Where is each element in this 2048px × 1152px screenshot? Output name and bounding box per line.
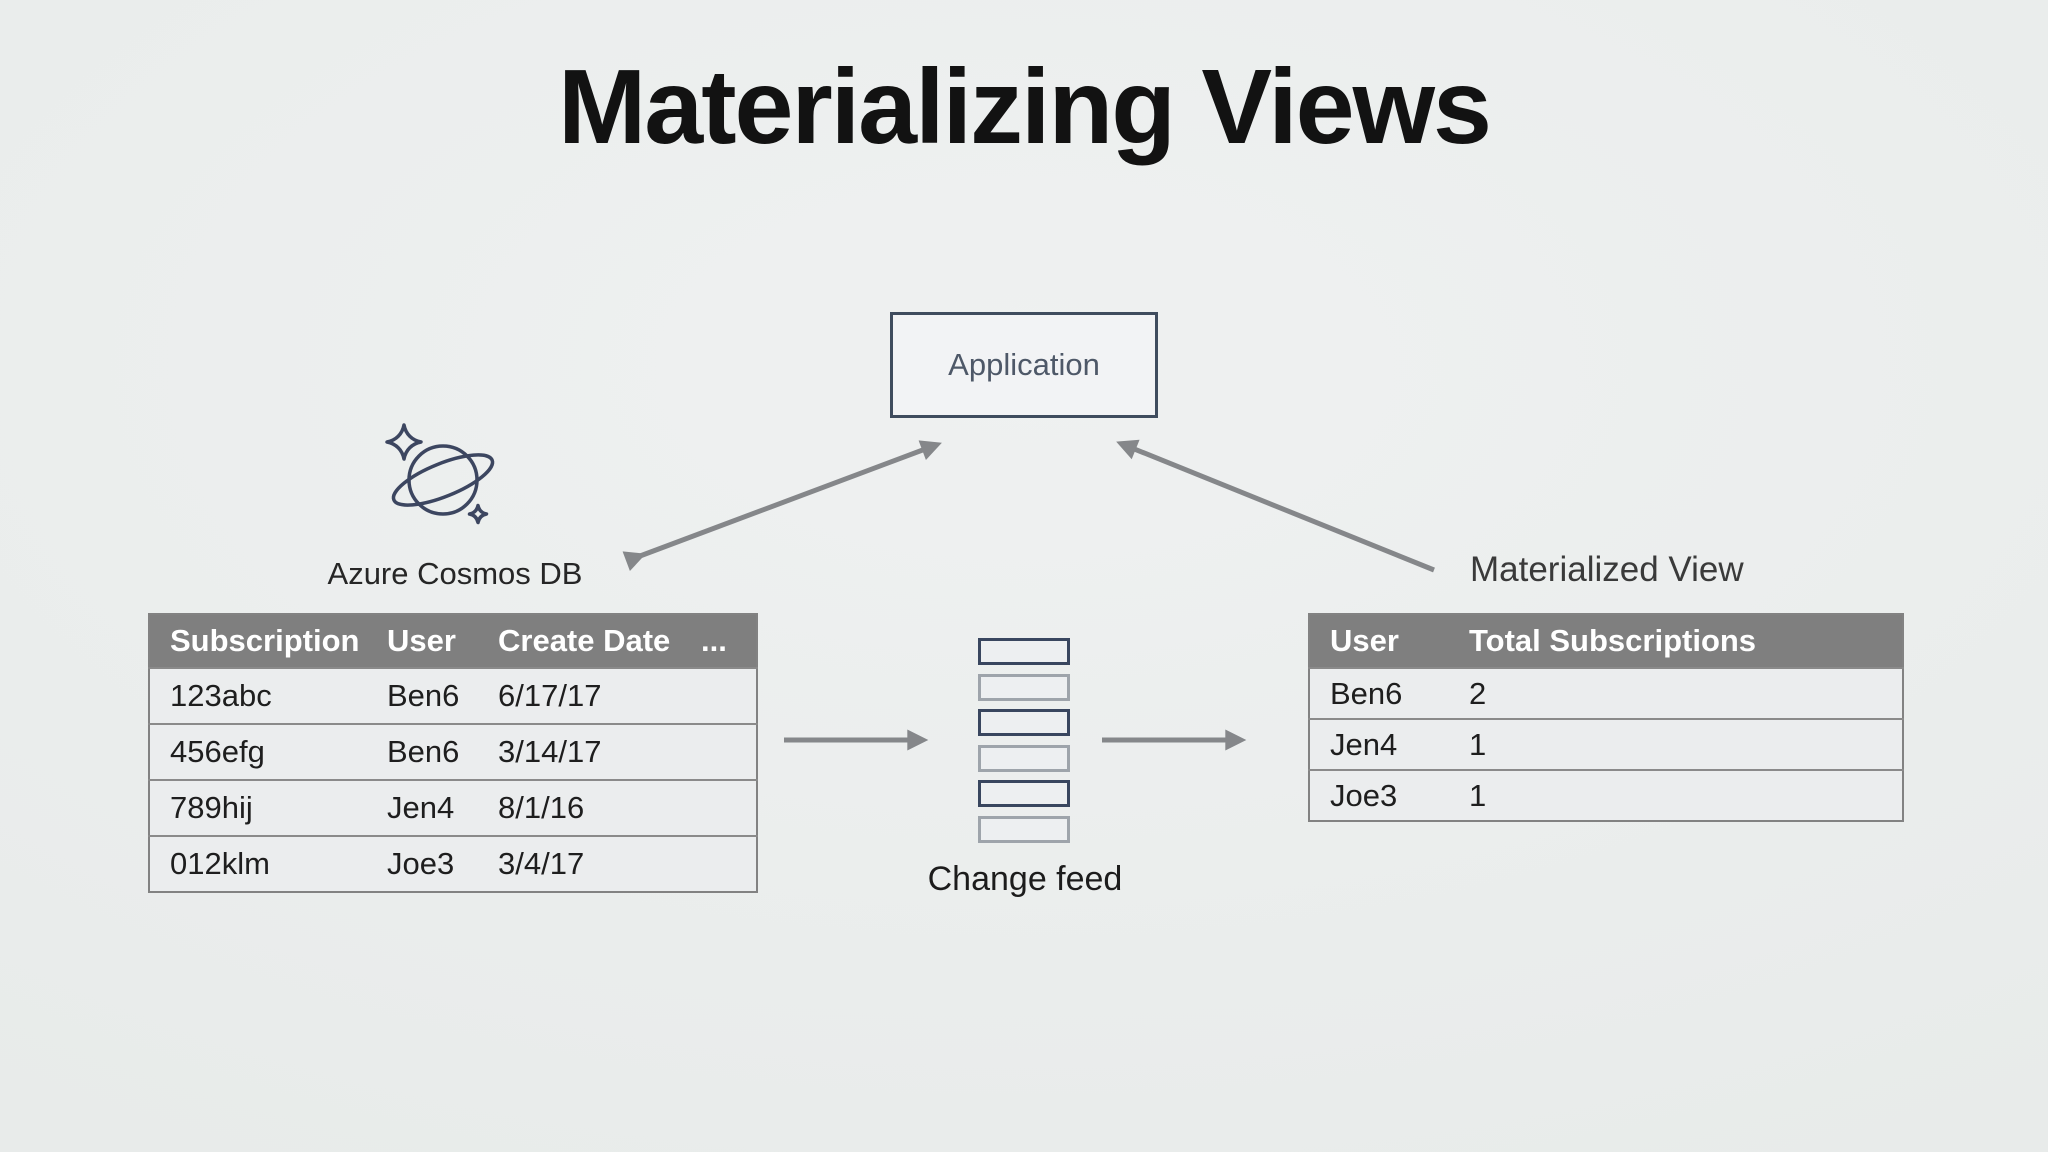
change-feed-segment: [978, 638, 1070, 665]
cell-more: [681, 835, 757, 892]
col-header-subscription: Subscription: [149, 614, 367, 668]
source-subscriptions-table: Subscription User Create Date ... 123abc…: [148, 613, 758, 893]
table-row: 456efg Ben6 3/14/17: [149, 723, 757, 780]
application-label: Application: [948, 347, 1100, 382]
col-header-user: User: [367, 614, 478, 668]
arrow-materialized-view-application: [1116, 439, 1435, 573]
table-row: Jen4 1: [1309, 718, 1903, 770]
col-header-total-subscriptions: Total Subscriptions: [1449, 614, 1903, 668]
change-feed-label: Change feed: [927, 860, 1123, 898]
table-row: Ben6 2: [1309, 667, 1903, 719]
col-header-user: User: [1309, 614, 1449, 668]
change-feed-segment: [978, 744, 1070, 772]
cell-user: Ben6: [367, 723, 478, 780]
materialized-view-table: User Total Subscriptions Ben6 2 Jen4 1 J…: [1308, 613, 1904, 822]
col-header-create-date: Create Date: [478, 614, 681, 668]
cell-more: [681, 723, 757, 780]
table-row: 123abc Ben6 6/17/17: [149, 667, 757, 724]
cell-total: 1: [1449, 769, 1903, 821]
cell-more: [681, 779, 757, 836]
cell-user: Joe3: [1309, 769, 1449, 821]
change-feed-segment: [978, 709, 1070, 737]
table-row: 012klm Joe3 3/4/17: [149, 835, 757, 892]
cosmos-planet-icon: [385, 423, 495, 525]
page-title: Materializing Views: [557, 48, 1492, 166]
cell-create-date: 6/17/17: [478, 667, 681, 724]
cell-create-date: 3/14/17: [478, 723, 681, 780]
cosmos-db-label: Azure Cosmos DB: [327, 556, 583, 591]
cell-subscription: 456efg: [149, 723, 367, 780]
change-feed-segment: [978, 815, 1070, 843]
cell-user: Jen4: [1309, 718, 1449, 770]
cell-create-date: 3/4/17: [478, 835, 681, 892]
change-feed-segment: [978, 780, 1070, 808]
cell-create-date: 8/1/16: [478, 779, 681, 836]
materialized-view-label: Materialized View: [1470, 550, 1744, 589]
cell-user: Jen4: [367, 779, 478, 836]
col-header-more: ...: [681, 614, 757, 668]
table-header-row: User Total Subscriptions: [1309, 614, 1903, 668]
table-row: Joe3 1: [1309, 769, 1903, 821]
table-header-row: Subscription User Create Date ...: [149, 614, 757, 668]
cell-user: Ben6: [1309, 667, 1449, 719]
change-feed-segment: [978, 673, 1070, 701]
cell-total: 1: [1449, 718, 1903, 770]
cell-total: 2: [1449, 667, 1903, 719]
cell-more: [681, 667, 757, 724]
cell-subscription: 789hij: [149, 779, 367, 836]
arrow-cosmos-application: [622, 440, 942, 571]
cell-subscription: 012klm: [149, 835, 367, 892]
change-feed-stack: [978, 638, 1070, 843]
cell-user: Joe3: [367, 835, 478, 892]
cell-subscription: 123abc: [149, 667, 367, 724]
application-box: Application: [890, 312, 1158, 418]
table-row: 789hij Jen4 8/1/16: [149, 779, 757, 836]
cell-user: Ben6: [367, 667, 478, 724]
